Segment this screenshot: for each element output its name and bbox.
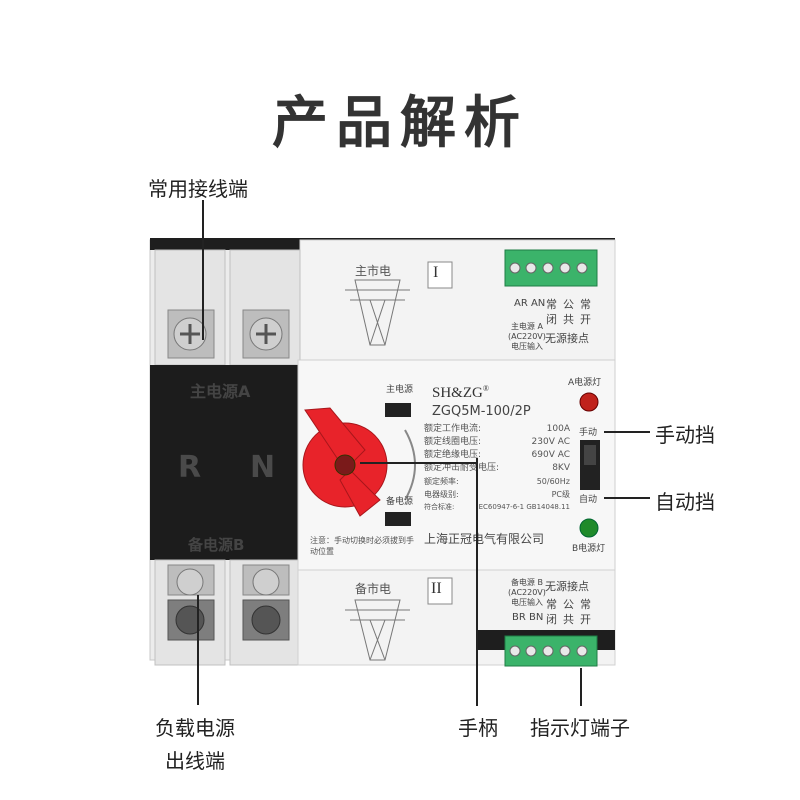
note: 注意：手动切换时必须拔到手动位置 <box>310 536 414 556</box>
model: ZGQ5M-100/2P <box>432 404 531 419</box>
bottom-backup-input: 备电源 B (AC220V) 电压输入 <box>508 578 546 607</box>
top-no: 常 <box>580 298 591 311</box>
callout-line-load <box>197 595 199 705</box>
bottom-block-label: 备市电 <box>355 582 392 596</box>
top-com: 公 <box>563 298 574 311</box>
top-com2: 共 <box>563 313 574 326</box>
brand-text: SH&ZG <box>432 385 483 401</box>
brand-mark: ® <box>482 384 489 393</box>
spec-row: 电器级别:PC级 <box>424 490 570 499</box>
main-window <box>385 403 411 417</box>
backup-window <box>385 512 411 526</box>
black-panel <box>150 365 298 560</box>
spec-row: 额定冲击耐受电压:8KV <box>424 463 570 473</box>
top-nc: 常 <box>546 298 557 311</box>
backup-power-label: 备电源 <box>386 497 414 507</box>
callout-handle: 手柄 <box>458 716 498 740</box>
switch-auto-label: 自动 <box>579 495 598 505</box>
callout-manual-position: 手动挡 <box>655 423 715 447</box>
callout-load-output-1: 负载电源 <box>155 716 235 740</box>
bot-nc: 常 <box>546 598 557 611</box>
upper-right-screw <box>242 309 290 359</box>
bot-com: 公 <box>563 598 574 611</box>
spec-row: 额定工作电流:100A <box>424 424 570 434</box>
top-no2: 开 <box>580 313 591 326</box>
bottom-terminal-block <box>504 635 598 667</box>
top-terminal-block <box>504 249 598 287</box>
switch-manual-label: 手动 <box>579 428 598 438</box>
bot-com2: 共 <box>563 613 574 626</box>
lower-left-screw <box>167 564 215 641</box>
main-power-label: 主电源 <box>386 385 414 395</box>
bot-no2: 开 <box>580 613 591 626</box>
top-block-label: 主市电 <box>355 264 392 278</box>
callout-line-auto <box>604 497 650 499</box>
callout-line-handle-h <box>360 462 478 464</box>
panel-R: R <box>178 450 202 485</box>
callout-line-handle <box>476 458 478 706</box>
manufacturer: 上海正冠电气有限公司 <box>424 532 545 546</box>
top-nc2: 闭 <box>546 313 557 326</box>
spec-row: 额定绝缘电压:690V AC <box>424 450 570 460</box>
callout-indicator-terminal: 指示灯端子 <box>530 716 630 740</box>
bot-no: 常 <box>580 598 591 611</box>
spec-row: 额定频率:50/60Hz <box>424 477 570 486</box>
pylon-icon-bottom <box>345 599 410 661</box>
callout-auto-position: 自动挡 <box>655 490 715 514</box>
b-lamp <box>579 518 599 538</box>
top-main-input: 主电源 A (AC220V) 电压输入 <box>508 322 546 351</box>
callout-load-output-2: 出线端 <box>165 749 225 773</box>
top-ar-an: AR AN <box>514 298 546 309</box>
b-lamp-label: B电源灯 <box>572 544 606 554</box>
panel-backup-source: 备电源B <box>188 536 245 554</box>
spec-row: 符合标准:IEC60947-6-1 GB14048.11 <box>424 503 570 511</box>
callout-common-terminal: 常用接线端 <box>148 177 248 201</box>
a-lamp <box>579 392 599 412</box>
brand: SH&ZG® <box>432 384 489 402</box>
panel-N: N <box>250 450 276 485</box>
panel-main-source: 主电源A <box>190 382 251 401</box>
callout-line-manual <box>604 431 650 433</box>
pylon-icon <box>345 279 410 346</box>
upper-left-screw <box>167 309 215 359</box>
spec-table: 额定工作电流:100A 额定线圈电压:230V AC 额定绝缘电压:690V A… <box>424 423 570 514</box>
bottom-roman: II <box>431 580 442 597</box>
lower-right-screw <box>242 564 290 641</box>
page-title: 产品解析 <box>272 91 528 156</box>
red-handle <box>302 407 388 517</box>
callout-line-common <box>202 200 204 340</box>
spec-row: 额定线圈电压:230V AC <box>424 437 570 447</box>
top-dry-contact: 无源接点 <box>545 332 589 345</box>
top-roman: I <box>433 264 439 281</box>
a-lamp-label: A电源灯 <box>568 378 602 388</box>
bottom-dry-contact: 无源接点 <box>545 580 589 593</box>
bot-br-bn: BR BN <box>512 612 544 623</box>
bot-nc2: 闭 <box>546 613 557 626</box>
callout-line-indicator <box>580 668 582 706</box>
